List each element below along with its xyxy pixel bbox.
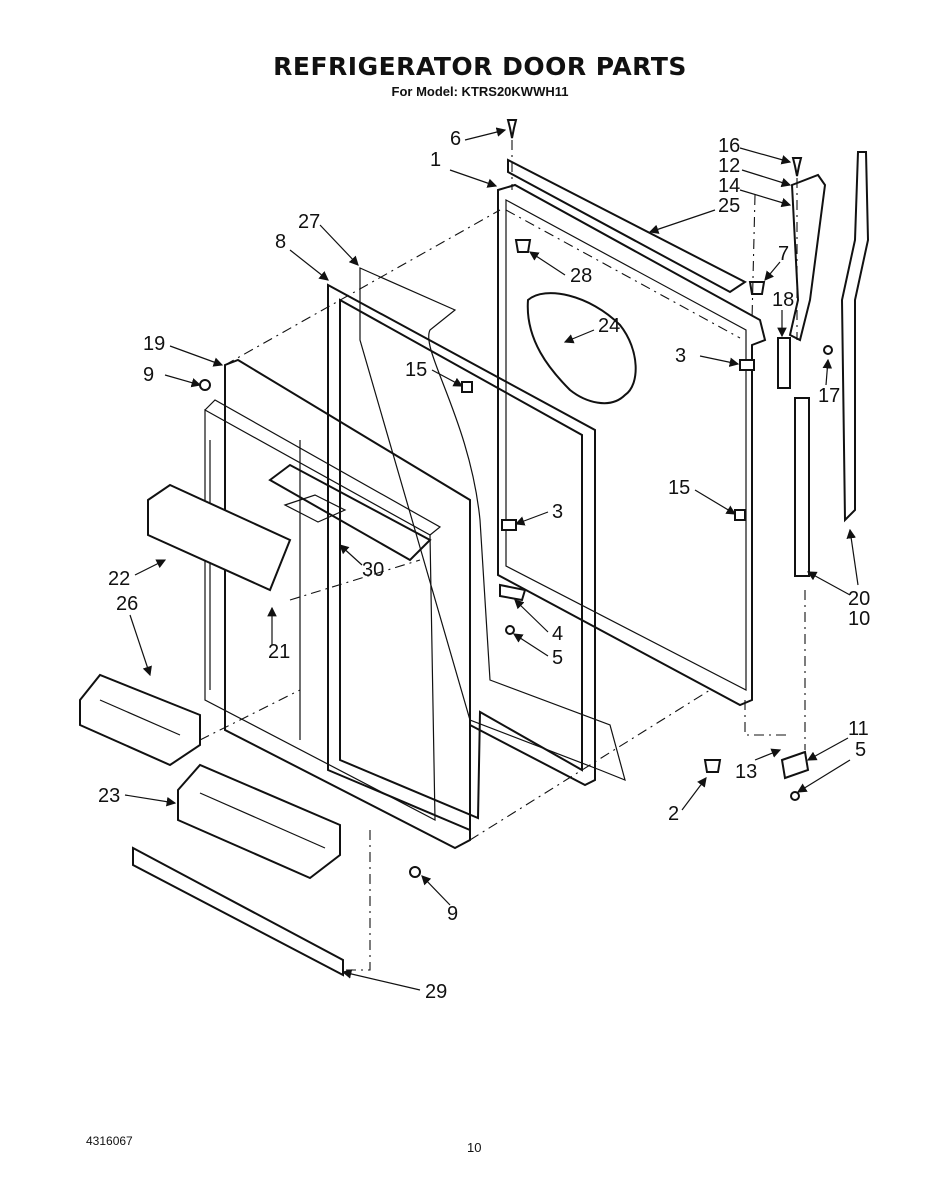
callout-16: 16 bbox=[718, 135, 740, 157]
callout-18: 18 bbox=[772, 289, 794, 311]
callout-leaders bbox=[124, 127, 859, 991]
callout-19: 19 bbox=[143, 333, 165, 355]
top-hinge bbox=[788, 173, 827, 342]
callout-2: 2 bbox=[668, 803, 679, 825]
model-subtitle: For Model: KTRS20KWWH11 bbox=[391, 84, 569, 99]
door-bin-large bbox=[177, 763, 341, 880]
door-handle bbox=[840, 151, 870, 523]
callout-27: 27 bbox=[298, 211, 320, 233]
callout-11: 11 bbox=[848, 718, 869, 740]
callout-14: 14 bbox=[718, 175, 740, 197]
callout-12: 12 bbox=[718, 155, 740, 177]
callout-17: 17 bbox=[818, 385, 840, 407]
callout-1: 1 bbox=[430, 149, 441, 171]
top-trim-strip bbox=[507, 158, 747, 294]
callout-5a: 5 bbox=[552, 647, 563, 669]
callout-13: 13 bbox=[735, 761, 757, 783]
callout-4: 4 bbox=[552, 623, 563, 645]
callout-6: 6 bbox=[450, 128, 461, 150]
callout-22: 22 bbox=[108, 568, 130, 590]
handle-strip bbox=[794, 397, 810, 577]
assembly-dash-lines bbox=[199, 140, 806, 971]
callout-15b: 15 bbox=[668, 477, 690, 499]
callout-3b: 3 bbox=[552, 501, 563, 523]
callout-10: 10 bbox=[848, 608, 870, 630]
callout-29: 29 bbox=[425, 981, 447, 1003]
document-number: 4316067 bbox=[86, 1134, 133, 1148]
door-gasket bbox=[327, 283, 596, 832]
page-number: 10 bbox=[467, 1140, 482, 1155]
callout-24: 24 bbox=[598, 315, 620, 337]
callout-9b: 9 bbox=[447, 903, 458, 925]
page-title: REFRIGERATOR DOOR PARTS bbox=[273, 52, 687, 81]
callout-numbers: 1 2 3 3 4 5 5 6 7 8 9 9 10 11 12 13 14 1… bbox=[98, 128, 870, 1003]
callout-21: 21 bbox=[268, 641, 290, 663]
callout-25: 25 bbox=[718, 195, 740, 217]
callout-26: 26 bbox=[116, 593, 138, 615]
hinge-cover-strip bbox=[777, 337, 791, 389]
insulation-cutaway bbox=[526, 292, 637, 405]
foam-insulation bbox=[359, 267, 626, 782]
callout-20: 20 bbox=[848, 588, 870, 610]
dairy-compartment bbox=[268, 463, 432, 562]
bottom-hinge bbox=[780, 750, 810, 780]
callout-30: 30 bbox=[362, 559, 384, 581]
outer-door-panel bbox=[497, 183, 767, 707]
door-bin-small bbox=[79, 673, 201, 767]
dairy-door bbox=[147, 483, 292, 592]
callout-9a: 9 bbox=[143, 364, 154, 386]
callout-5b: 5 bbox=[855, 739, 866, 761]
callout-15a: 15 bbox=[405, 359, 427, 381]
screws bbox=[199, 119, 833, 878]
callout-7: 7 bbox=[778, 243, 789, 265]
callout-3a: 3 bbox=[675, 345, 686, 367]
callout-23: 23 bbox=[98, 785, 120, 807]
callout-28: 28 bbox=[570, 265, 592, 287]
callout-8: 8 bbox=[275, 231, 286, 253]
